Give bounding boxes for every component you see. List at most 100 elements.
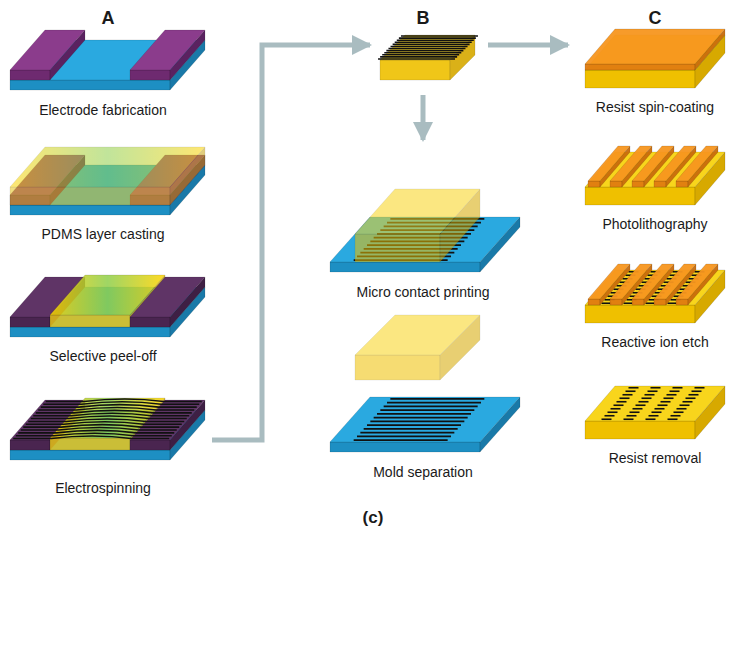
- nanofiber: [608, 411, 618, 413]
- nanofiber: [674, 411, 684, 413]
- electrode-top: [10, 30, 85, 70]
- nanofiber: [652, 411, 662, 413]
- resist-layer-front: [585, 64, 695, 70]
- pdms-mold-front: [380, 60, 450, 80]
- step-illustration: [378, 35, 478, 80]
- step-label: Selective peel-off: [3, 347, 203, 365]
- step-illustration: [330, 315, 520, 452]
- electrode-front: [10, 440, 50, 450]
- nanofiber: [624, 418, 634, 420]
- nanofiber: [648, 390, 658, 392]
- nanofiber: [664, 397, 674, 399]
- nanofiber: [670, 390, 680, 392]
- nanofiber: [395, 41, 472, 43]
- nanofiber: [689, 394, 699, 396]
- pdms-mold: [355, 315, 480, 380]
- step-label: Mold separation: [323, 463, 523, 481]
- nanofiber: [370, 421, 464, 423]
- flow-arrow: [421, 95, 426, 140]
- nanofiber: [354, 439, 448, 441]
- step-label: Resist spin-coating: [555, 98, 745, 116]
- process-art: [10, 29, 725, 460]
- nanofiber: [649, 415, 659, 417]
- substrate-front: [330, 262, 480, 272]
- nanofiber: [357, 436, 451, 438]
- fiber-set: [13, 399, 202, 439]
- substrate: [330, 397, 520, 452]
- flow-arrow: [488, 43, 568, 48]
- nanofiber: [629, 387, 639, 389]
- pdms-mold-top: [355, 189, 480, 234]
- step-label: Reactive ion etch: [555, 333, 745, 351]
- pdms-layer-front: [50, 438, 130, 450]
- pdms-mold: [380, 35, 475, 80]
- flow-arrows: [212, 45, 568, 440]
- fiber-set: [646, 388, 683, 420]
- nanofiber: [378, 58, 455, 60]
- electrode-top: [130, 277, 205, 317]
- resist-layer: [585, 29, 725, 70]
- nanofiber: [626, 390, 636, 392]
- panel-letter: C: [555, 9, 745, 27]
- nanofiber: [380, 409, 474, 411]
- nanofiber: [602, 418, 612, 420]
- nanofiber: [390, 398, 484, 400]
- resist-strip-front: [632, 299, 644, 305]
- nanofiber: [633, 408, 643, 410]
- nanofiber: [655, 408, 665, 410]
- fiber-set: [668, 388, 705, 420]
- pdms-layer-front: [50, 315, 130, 327]
- nanofiber: [611, 408, 621, 410]
- substrate-top: [330, 397, 520, 442]
- nanofiber: [380, 56, 457, 58]
- nanofiber: [401, 35, 478, 37]
- resist-strip-front: [632, 181, 644, 187]
- pdms-mold-front: [355, 355, 440, 380]
- step-label: Micro contact printing: [323, 283, 523, 301]
- nanofiber: [627, 415, 637, 417]
- step-illustration: [330, 189, 520, 272]
- step-illustration: [10, 30, 205, 90]
- resist-strip: [676, 146, 718, 187]
- pdms-mold-front: [355, 234, 440, 262]
- substrate-top: [585, 386, 725, 421]
- fiber-set: [378, 36, 478, 59]
- resist-strip: [676, 264, 718, 305]
- nanofiber: [374, 417, 468, 419]
- nanofiber: [642, 397, 652, 399]
- nanofiber: [388, 48, 465, 50]
- electrode-front: [130, 440, 170, 450]
- nanofiber: [680, 404, 690, 406]
- step-label: Electrospinning: [3, 479, 203, 497]
- nanofiber: [384, 52, 461, 54]
- panel-letter: A: [8, 9, 208, 27]
- nanofiber: [605, 415, 615, 417]
- electrode: [10, 30, 85, 80]
- electrode: [130, 30, 205, 80]
- nanofiber: [695, 387, 705, 389]
- resist-strip-front: [588, 299, 600, 305]
- nanofiber: [391, 46, 468, 48]
- nanofiber: [387, 402, 481, 404]
- step-illustration: [585, 386, 725, 439]
- nanofiber: [686, 397, 696, 399]
- nanofiber: [667, 394, 677, 396]
- nanofiber: [673, 387, 683, 389]
- nanofiber: [384, 406, 478, 408]
- nanofiber: [692, 390, 702, 392]
- pdms-mold: [355, 189, 480, 262]
- electrode-top: [130, 30, 205, 70]
- nanofiber: [668, 418, 678, 420]
- electrode-front: [130, 317, 170, 327]
- step-label: Resist removal: [555, 449, 745, 467]
- substrate: [585, 386, 725, 439]
- electrode-front: [130, 70, 170, 80]
- resist-strip-top: [676, 264, 718, 299]
- resist-strip-front: [610, 299, 622, 305]
- step-label: Electrode fabrication: [3, 101, 203, 119]
- nanofiber: [646, 418, 656, 420]
- nanofiber: [645, 394, 655, 396]
